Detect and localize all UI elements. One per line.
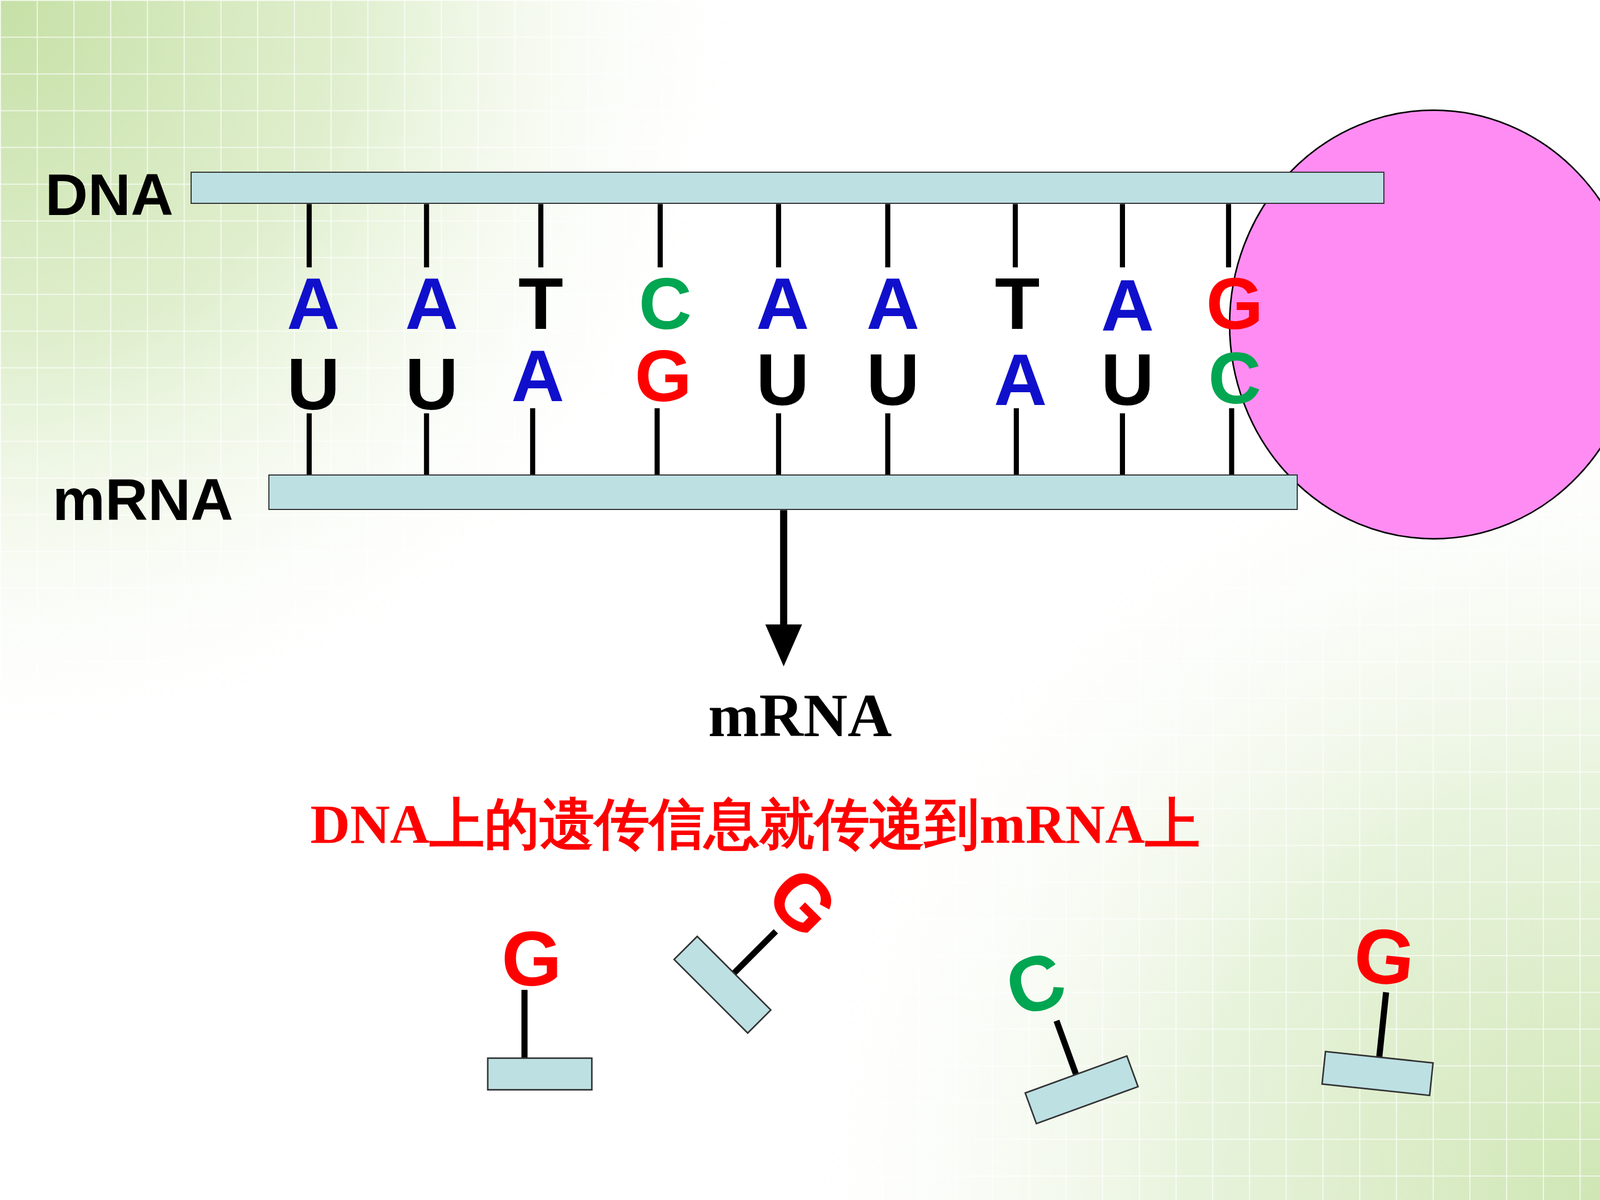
dna-base: A [405, 266, 459, 340]
nucleotide-stick [1379, 992, 1387, 1058]
mrna-base: A [993, 342, 1048, 417]
dna-base: C [638, 266, 693, 340]
product-label: mRNA [708, 684, 893, 746]
free-nucleotide: G [501, 920, 563, 999]
base-bond [1226, 203, 1232, 268]
base-bond [423, 413, 429, 475]
base-bond [423, 203, 429, 268]
free-nucleotide: G [1350, 915, 1419, 999]
mrna-strand: mRNA [268, 474, 1298, 510]
base-bond [538, 203, 544, 268]
base-bond [657, 203, 663, 268]
free-nucleotide-body [1322, 986, 1440, 1096]
free-nucleotide: C [997, 938, 1075, 1030]
mrna-base: U [756, 342, 810, 417]
base-bond [1120, 203, 1125, 268]
arrow-shaft [780, 510, 788, 629]
base-bond [1013, 408, 1019, 475]
dna-base: G [1206, 266, 1264, 340]
base-bond [1120, 413, 1125, 475]
free-nucleotide-body [487, 990, 592, 1090]
dna-base: A [1101, 268, 1155, 342]
strand-label: mRNA [52, 470, 234, 530]
dna-base: A [866, 266, 920, 340]
nucleotide-stick [733, 931, 776, 973]
base-bond [776, 203, 782, 268]
mrna-base: G [634, 338, 692, 413]
nucleotide-stick [1056, 1020, 1077, 1075]
mrna-base: U [1101, 342, 1155, 417]
base-bond [306, 203, 312, 268]
mrna-base: C [1208, 340, 1262, 414]
base-bond [306, 413, 312, 475]
nucleotide-stick [521, 990, 528, 1059]
dna-base: A [756, 266, 810, 340]
base-bond [885, 203, 890, 268]
mrna-base: A [511, 338, 565, 413]
base-bonds [309, 203, 1232, 475]
dna-base: A [286, 266, 340, 340]
arrow-head [765, 624, 803, 667]
base-bond [654, 408, 660, 475]
nucleotide-backbone [1025, 1056, 1138, 1124]
nucleotide-backbone [487, 1058, 592, 1090]
mrna-base: U [866, 342, 920, 417]
base-bond [885, 413, 890, 475]
base-bond [1228, 408, 1234, 475]
base-bond [1012, 203, 1018, 268]
dna-base: T [995, 266, 1040, 340]
base-bond [776, 413, 782, 475]
mrna-base: U [286, 346, 340, 420]
base-bond [530, 408, 535, 475]
nucleotide-backbone [673, 936, 771, 1033]
strand-label: DNA [45, 165, 174, 225]
flow-arrow [765, 510, 803, 667]
mrna-base: U [405, 346, 459, 420]
free-nucleotide: G [753, 853, 851, 951]
dna-strand: DNA [190, 171, 1385, 205]
statement-text: DNA上的遗传信息就传递到mRNA上 [310, 796, 1200, 852]
dna-base: T [518, 266, 564, 340]
nucleotide-backbone [1322, 1051, 1434, 1096]
